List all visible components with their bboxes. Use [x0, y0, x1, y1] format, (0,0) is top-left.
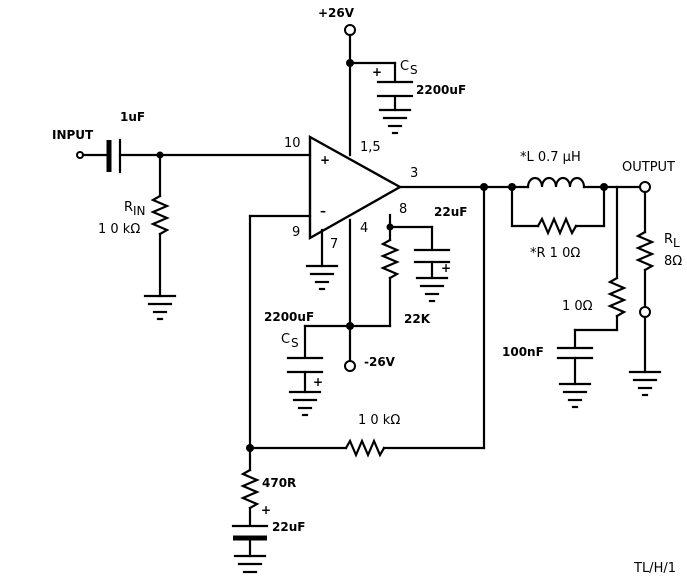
pin4-label: 4 — [360, 221, 368, 236]
cs-top-capacitor — [376, 80, 414, 112]
ground-icon — [628, 370, 662, 397]
cs-top-c: C — [400, 59, 409, 74]
zobel-capacitor — [556, 346, 594, 386]
pin9-label: 9 — [292, 225, 300, 240]
zobel-cap-label: 100nF — [502, 345, 544, 359]
rin-sub: IN — [133, 204, 146, 218]
r470-label: 470R — [262, 476, 296, 490]
cs-bottom-value: 2200uF — [264, 310, 314, 324]
vminus-terminal — [344, 360, 356, 372]
minus-input-label: – — [320, 204, 326, 218]
zobel-resistor-label: 1 0Ω — [562, 299, 593, 314]
inductor-label: *L 0.7 μH — [520, 150, 581, 165]
rin-resistor — [150, 194, 170, 236]
cs-bottom-c: C — [281, 332, 290, 347]
r470-resistor — [240, 468, 260, 510]
pin8-cap-plus: + — [441, 261, 451, 275]
feedback-resistor-label: 1 0 kΩ — [358, 413, 400, 428]
feedback-capacitor — [231, 524, 269, 558]
pin8-capacitor — [413, 248, 451, 280]
zobel-resistor — [607, 276, 627, 318]
figure-reference: TL/H/1 — [633, 561, 676, 576]
pin10-label: 10 — [284, 136, 301, 151]
cs-bottom-capacitor — [286, 356, 324, 394]
output-terminal — [639, 181, 651, 193]
output-label: OUTPUT — [622, 160, 675, 175]
load-resistor — [635, 230, 655, 272]
input-capacitor — [106, 138, 122, 174]
r22k-resistor — [380, 238, 400, 280]
parallel-resistor — [536, 216, 578, 236]
ground-icon — [415, 276, 449, 303]
amplifier-triangle-icon — [308, 134, 403, 241]
feedback-resistor — [344, 438, 386, 458]
pin8-cap-value: 22uF — [434, 205, 467, 219]
input-label: INPUT — [52, 128, 94, 142]
pin7-label: 7 — [330, 237, 338, 252]
input-cap-value: 1uF — [120, 110, 145, 124]
ground-icon — [143, 294, 177, 321]
c22-label: 22uF — [272, 520, 305, 534]
cs-bottom-plus: + — [313, 375, 323, 389]
plus-input-label: + — [320, 153, 330, 167]
cs-bottom-s: S — [291, 336, 299, 350]
ground-icon — [558, 382, 592, 409]
cs-top-value: 2200uF — [416, 83, 466, 97]
cs-top-plus: + — [372, 65, 382, 79]
pin15-label: 1,5 — [360, 140, 381, 155]
vplus-terminal — [344, 24, 356, 36]
rin-value: 1 0 kΩ — [98, 222, 140, 237]
ground-icon — [233, 554, 267, 574]
rl-r: R — [664, 232, 673, 247]
load-terminal — [639, 306, 651, 318]
rl-sub: L — [673, 236, 680, 250]
ground-icon — [305, 264, 339, 291]
inductor-coil — [526, 176, 586, 189]
c22-plus: + — [261, 503, 271, 517]
pin8-label: 8 — [399, 202, 407, 217]
ground-icon — [378, 108, 412, 135]
parallel-resistor-label: *R 1 0Ω — [530, 246, 580, 261]
r22k-label: 22K — [404, 312, 431, 326]
vminus-label: -26V — [364, 355, 396, 369]
ground-icon — [288, 390, 322, 417]
rl-value: 8Ω — [664, 254, 682, 269]
pin3-label: 3 — [410, 166, 418, 181]
cs-top-s: S — [410, 63, 418, 77]
vplus-label: +26V — [318, 6, 355, 20]
rin-r: R — [124, 200, 133, 215]
